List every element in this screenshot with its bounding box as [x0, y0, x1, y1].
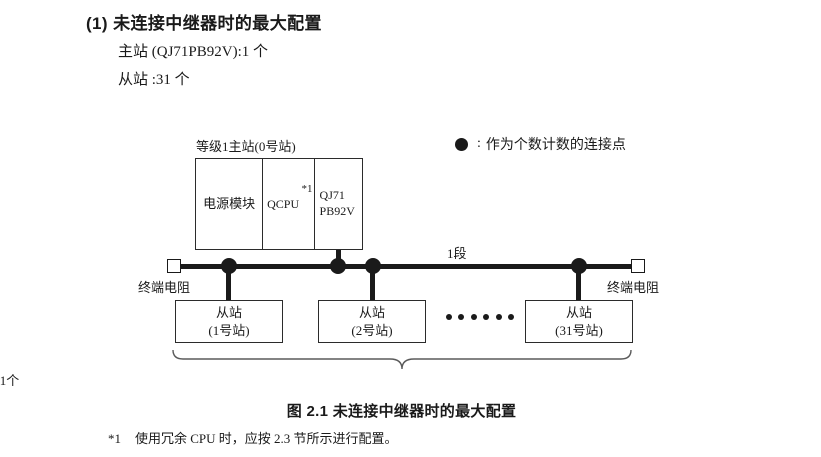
network-module-cell: QJ71 PB92V: [315, 159, 362, 249]
network-module-label: QJ71 PB92V: [320, 188, 355, 219]
slave-station-31-title: 从站: [565, 304, 592, 320]
trunk-bus-line: [178, 264, 636, 269]
slave-station-31: 从站 (31号站): [525, 300, 633, 343]
section-title: (1) 未连接中继器时的最大配置: [86, 14, 322, 33]
master-rack-label: 等级1主站(0号站): [196, 139, 296, 154]
slave-station-31-number: (31号站): [555, 322, 603, 338]
cpu-footnote-mark: *1: [301, 183, 313, 195]
terminator-right-icon: [631, 259, 645, 273]
slave-station-2-number: (2号站): [351, 322, 393, 338]
section-line-master: 主站 (QJ71PB92V):1 个: [118, 44, 269, 60]
power-module-cell: 电源模块: [196, 159, 264, 249]
master-rack: 电源模块 QCPU *1 QJ71 PB92V: [195, 158, 363, 250]
slave2-drop-stub: [370, 266, 375, 300]
footnote-mark: *1: [108, 431, 121, 446]
legend-label: 作为个数计数的连接点: [485, 138, 626, 153]
terminator-left-icon: [167, 259, 181, 273]
ellipsis-icon: [446, 314, 514, 320]
figure-caption: 图 2.1 未连接中继器时的最大配置: [286, 403, 517, 420]
connection-point-master: [330, 258, 346, 274]
power-module-label: 电源模块: [203, 195, 256, 211]
terminator-left-label: 终端电阻: [138, 280, 191, 295]
section-line-slave: 从站 :31 个: [118, 72, 190, 88]
slave-station-2-title: 从站: [358, 304, 385, 320]
footnote-text: 使用冗余 CPU 时，应按 2.3 节所示进行配置。: [135, 431, 398, 446]
network-module-line1: QJ71: [319, 188, 345, 203]
cpu-module-cell: QCPU *1: [263, 159, 315, 249]
slave31-drop-stub: [576, 266, 581, 300]
filled-circle-icon: [455, 137, 468, 151]
slave-station-1-title: 从站: [215, 304, 242, 320]
slave-count-brace: [172, 349, 632, 370]
slave-count-label: 从站:31个: [0, 373, 20, 388]
legend-colon: :: [477, 136, 481, 151]
slave-station-1-number: (1号站): [208, 322, 250, 338]
legend: : 作为个数计数的连接点: [455, 134, 626, 154]
footnote: *1 使用冗余 CPU 时，应按 2.3 节所示进行配置。: [108, 428, 398, 447]
cpu-module-label: QCPU: [267, 196, 300, 211]
slave-station-2: 从站 (2号站): [318, 300, 426, 343]
terminator-right-label: 终端电阻: [607, 280, 660, 295]
segment-label: 1段: [447, 246, 467, 261]
figure-caption-wrap: 图 2.1 未连接中继器时的最大配置: [0, 400, 821, 421]
slave1-drop-stub: [226, 266, 231, 300]
network-module-line2: PB92V: [319, 204, 355, 218]
slave-count-label-wrap: 从站:31个: [0, 370, 821, 389]
slave-station-1: 从站 (1号站): [175, 300, 283, 343]
